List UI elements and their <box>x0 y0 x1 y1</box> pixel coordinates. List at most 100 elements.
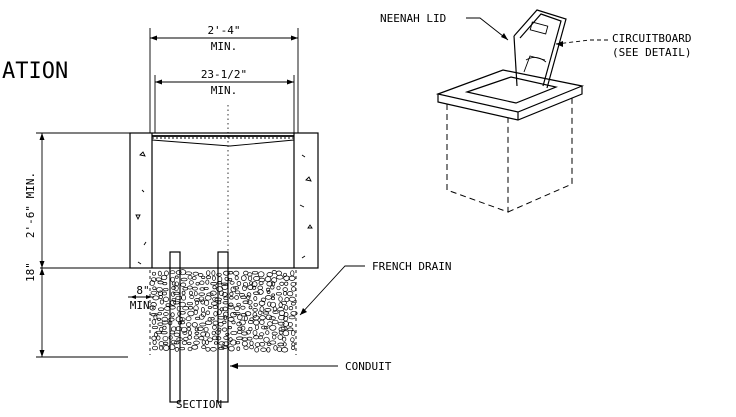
gravel-pebble <box>207 305 212 310</box>
gravel-pebble <box>254 347 260 353</box>
gravel-pebble <box>200 307 205 313</box>
gravel-pebble <box>277 334 284 340</box>
gravel-pebble <box>248 326 253 332</box>
gravel-pebble <box>162 335 169 342</box>
gravel-pebble <box>287 321 293 327</box>
gravel-pebble <box>159 299 164 305</box>
gravel-pebble <box>194 331 200 335</box>
gravel-pebble <box>257 285 263 291</box>
gravel-pebble <box>246 299 253 305</box>
gravel-pebble <box>212 285 217 290</box>
gravel-pebble <box>227 304 235 310</box>
gravel-pebble <box>181 340 188 346</box>
gravel-pebble <box>223 315 228 321</box>
elevation-title: ATION <box>2 59 68 84</box>
gravel-pebble <box>281 300 287 306</box>
gravel-pebble <box>228 326 232 330</box>
gravel-pebble <box>153 314 158 320</box>
gravel-pebble <box>235 340 241 345</box>
gravel-pebble <box>266 272 273 278</box>
gravel-pebble <box>269 324 277 331</box>
gravel-pebble <box>278 314 286 321</box>
gravel-pebble <box>284 281 289 286</box>
gravel-pebble <box>163 287 169 292</box>
gravel-pebble <box>228 277 233 282</box>
gravel-pebble <box>271 296 275 301</box>
gravel-pebble <box>185 316 192 322</box>
gravel-pebble <box>164 270 169 276</box>
gravel-pebble <box>188 290 193 296</box>
gravel-pebble <box>283 315 289 322</box>
gravel-pebble <box>233 311 241 316</box>
gravel-pebble <box>272 334 277 340</box>
gravel-pebble <box>192 286 198 291</box>
gravel-pebble <box>246 295 251 300</box>
gravel-pebble <box>222 341 230 346</box>
gravel-pebble <box>288 306 294 311</box>
conduit-left <box>169 251 181 403</box>
box-opening <box>464 76 559 104</box>
dim-outer-width: 2'-4" MIN. <box>149 24 299 133</box>
gravel-pebble <box>205 346 211 352</box>
gravel-pebble <box>225 332 230 336</box>
gravel-pebble <box>240 325 246 331</box>
gravel-pebble <box>180 282 187 287</box>
gravel-pebble <box>186 327 192 331</box>
gravel-pebble <box>210 347 217 352</box>
gravel-pebble <box>263 336 270 343</box>
gravel-pebble <box>248 275 253 282</box>
gravel-pebble <box>248 305 253 310</box>
gravel-pebble <box>216 272 222 277</box>
box-front-left <box>446 104 509 213</box>
gravel-pebble <box>174 275 179 279</box>
dim-inner-width: 23-1/2" MIN. <box>154 68 295 133</box>
circuitboard-label: CIRCUITBOARD <box>612 32 691 45</box>
gravel-pebble <box>199 280 205 286</box>
gravel-pebble <box>152 286 157 290</box>
gravel-pebble <box>291 286 297 292</box>
gravel-pebble <box>198 314 205 320</box>
gravel-pebble <box>193 335 199 340</box>
gravel-pebble <box>203 326 209 333</box>
gravel-pebble <box>151 319 157 325</box>
gravel-pebble <box>163 345 170 351</box>
neenah-lid-label: NEENAH LID <box>380 12 446 25</box>
gravel-pebble <box>195 281 200 286</box>
gravel-pebble <box>288 296 296 302</box>
gravel-pebble <box>185 322 192 327</box>
gravel-pebble <box>191 344 199 350</box>
gravel-pebble <box>158 307 165 311</box>
gravel-pebble <box>161 291 168 296</box>
gravel-pebble <box>247 272 253 277</box>
gravel-pebble <box>244 315 248 322</box>
gravel-pebble <box>187 274 193 280</box>
gravel-pebble <box>260 347 267 352</box>
gravel-pebble <box>243 345 249 350</box>
gravel-pebble <box>287 327 294 332</box>
gravel-pebble <box>229 339 237 346</box>
gravel-pebble <box>258 300 266 306</box>
gravel-pebble <box>241 337 249 342</box>
gravel-pebble <box>264 325 269 330</box>
gravel-pebble <box>194 299 199 306</box>
conduit-label: CONDUIT <box>345 360 392 373</box>
gravel-pebble <box>252 308 258 312</box>
gravel-pebble <box>194 298 201 302</box>
gravel-pebble <box>160 274 168 281</box>
gravel-pebble <box>189 295 195 299</box>
gravel-pebble <box>210 317 215 321</box>
circuitboard-rect <box>529 21 549 35</box>
gravel-pebble <box>206 270 211 276</box>
gravel-pebble <box>258 335 264 340</box>
gravel-pebble <box>258 310 263 315</box>
conduit-right <box>217 251 229 403</box>
gravel-pebble <box>259 342 266 347</box>
gravel-pebble <box>269 340 277 345</box>
gravel-pebble <box>165 303 171 307</box>
gravel-pebble <box>204 320 213 325</box>
gravel-pebble <box>271 270 277 275</box>
gravel-pebble <box>242 285 247 291</box>
gravel-pebble <box>253 296 258 301</box>
gravel-pebble <box>236 336 244 341</box>
gravel-pebble <box>236 281 242 286</box>
